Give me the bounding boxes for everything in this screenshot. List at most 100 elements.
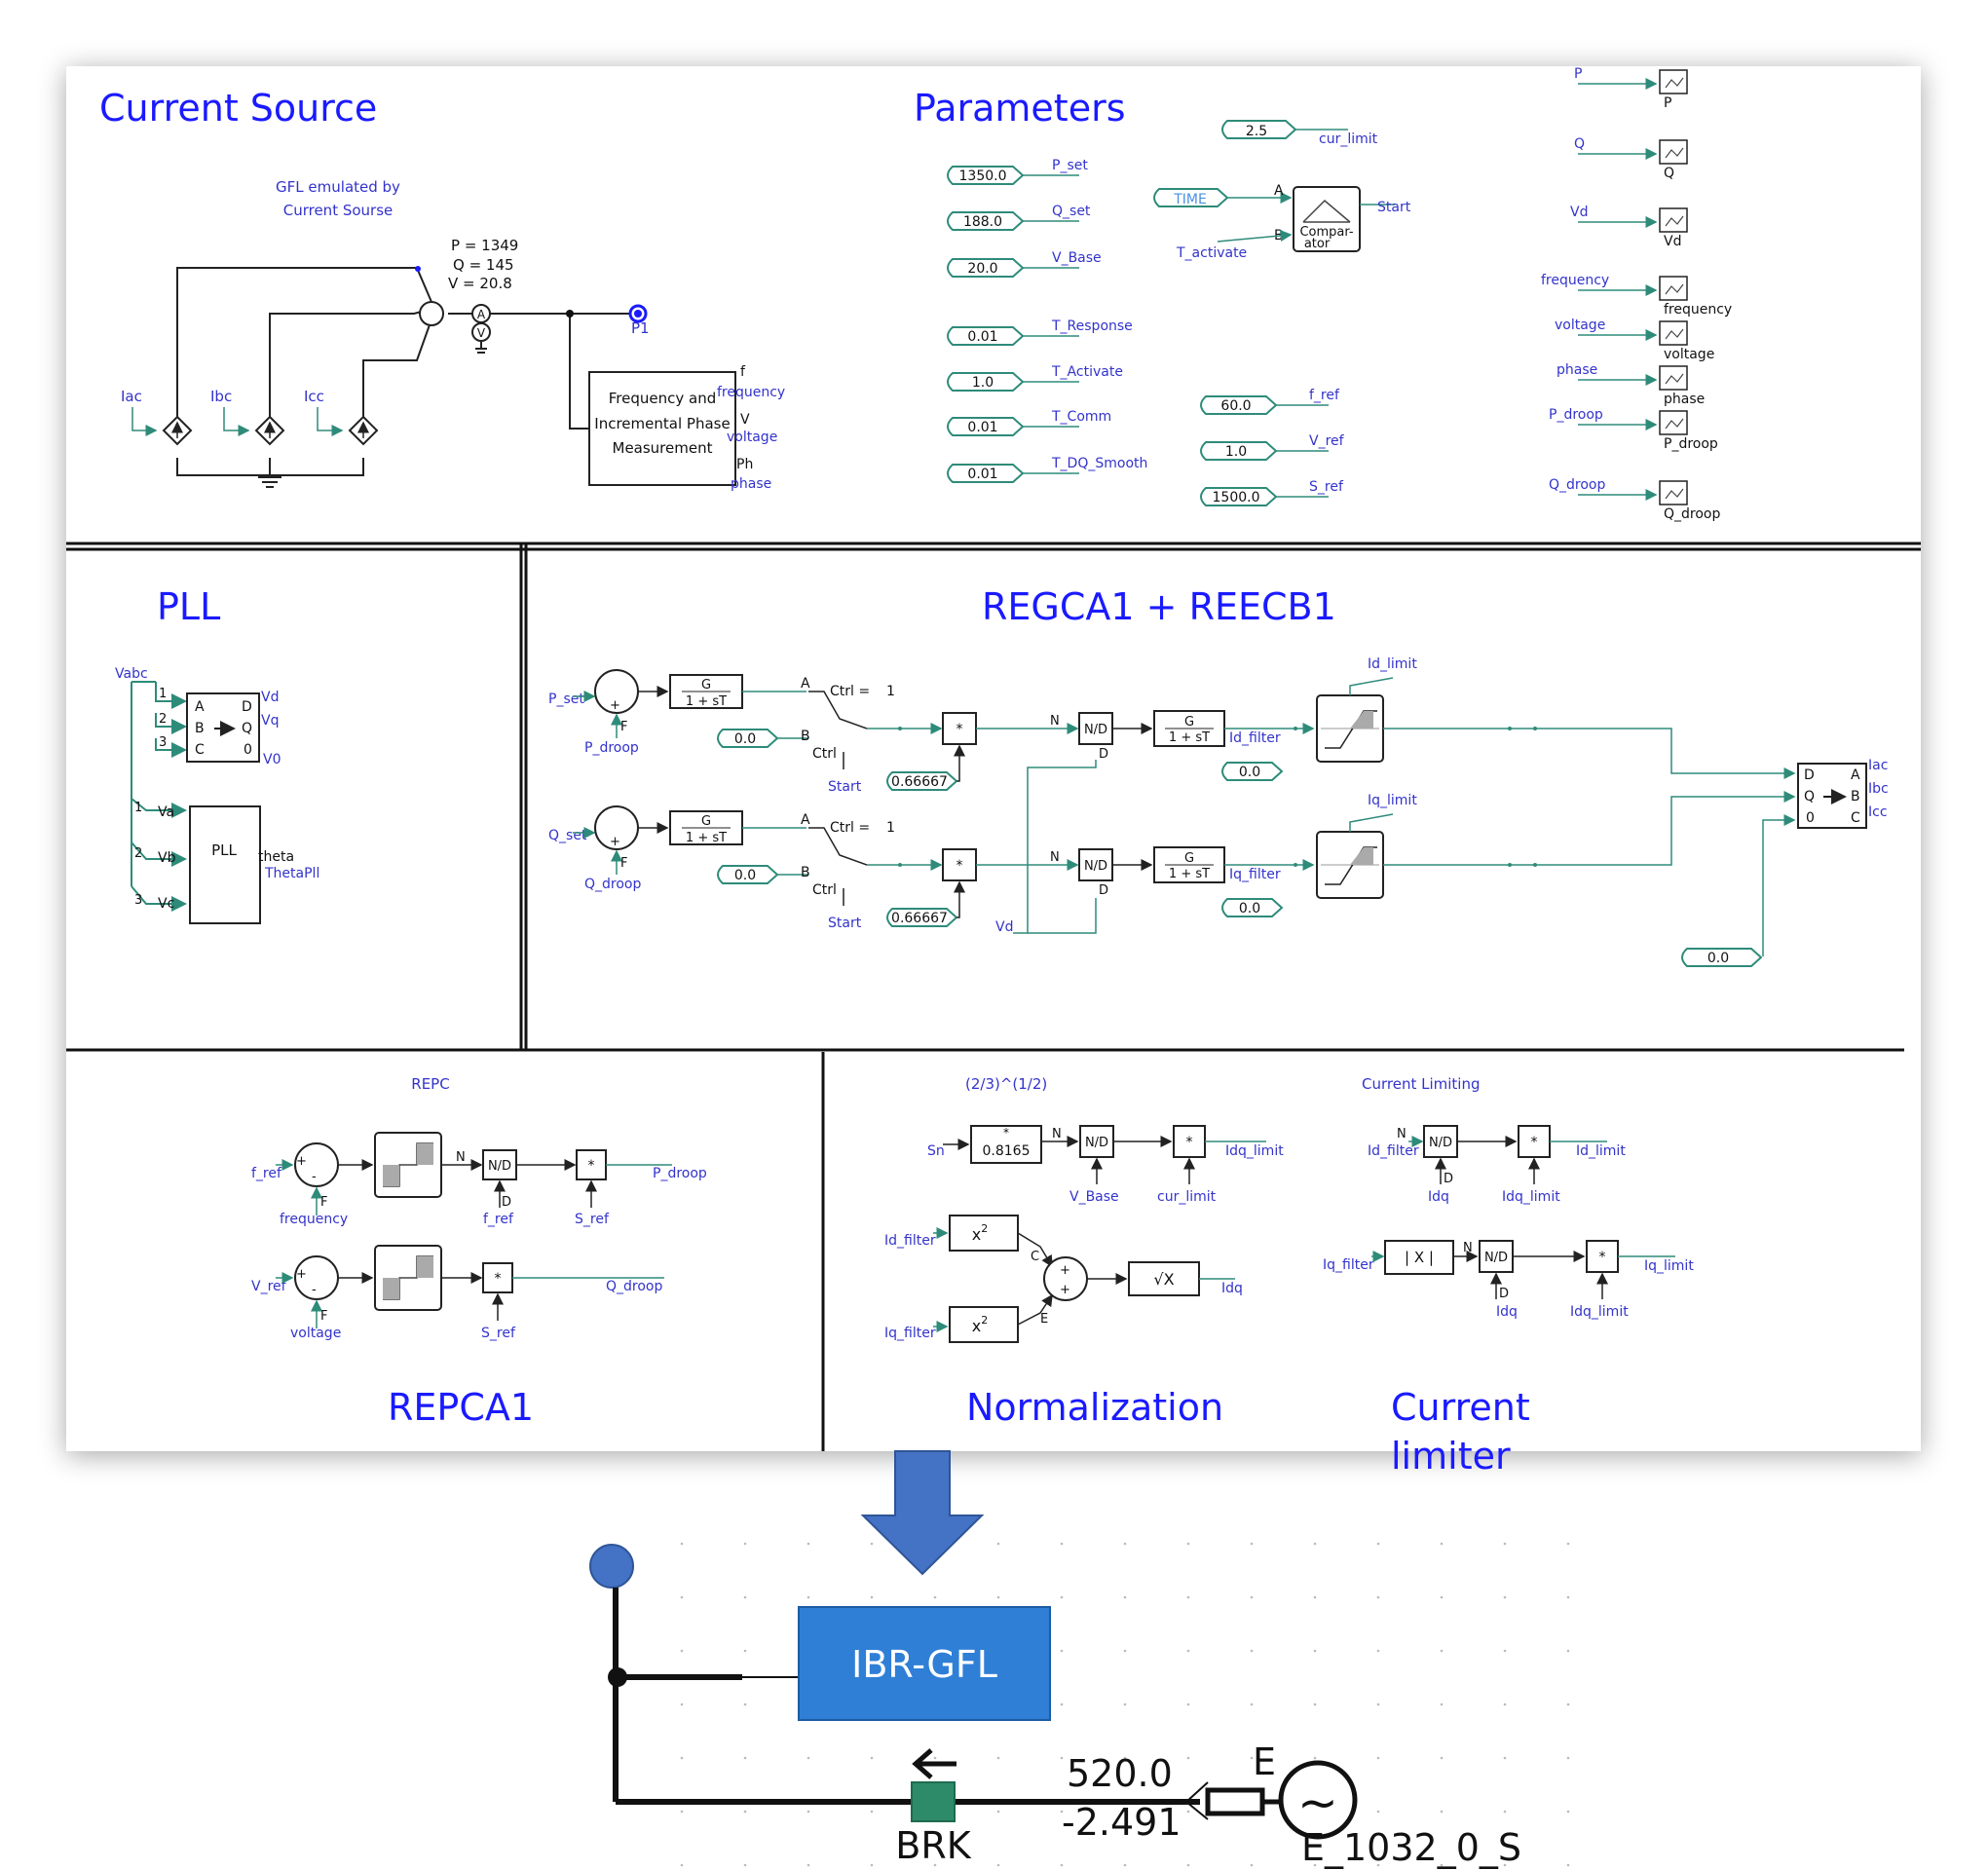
svg-text:1 + sT: 1 + sT (1169, 730, 1210, 745)
param-const-2[interactable]: 20.0V_Base (947, 250, 1102, 278)
ibr-gfl-block[interactable] (798, 1606, 1051, 1721)
limiting-row-1[interactable]: Id_filter N N/D D Idq * Idq_limit Id_lim… (1368, 1125, 1626, 1205)
section-title-regca: REGCA1 + REECB1 (982, 585, 1336, 628)
regca-zero-0[interactable]: 0.0 (717, 729, 779, 748)
svg-text:Ph: Ph (736, 457, 753, 472)
svg-text:F: F (620, 856, 627, 871)
meter-p-readout: P = 1349 (451, 237, 518, 254)
regca-zero-b-1[interactable]: 0.0 (1221, 898, 1284, 917)
dq-to-abc-block[interactable]: D Q 0 A B C Iac Ibc Icc (1797, 758, 1889, 829)
svg-text:N: N (1050, 714, 1060, 729)
limiting-row-2[interactable]: Iq_filter | X | N N/D D Idq * Idq_limit … (1323, 1240, 1694, 1320)
regca-gain-0[interactable]: 0.66667 (886, 771, 958, 791)
section-title-current-limiter-2: limiter (1391, 1435, 1511, 1477)
svg-text:Ibc: Ibc (1868, 781, 1889, 797)
svg-text:F: F (620, 720, 627, 734)
svg-text:+: + (296, 1154, 307, 1169)
svg-text:G: G (1184, 851, 1194, 866)
section-title-pll: PLL (157, 585, 220, 628)
svg-text:0.66667: 0.66667 (891, 911, 948, 926)
param-const-5[interactable]: 0.01T_Comm (947, 409, 1111, 436)
normalization-row-1[interactable]: Sn * 0.8165 N N/D V_Base * cur_limit Idq… (927, 1125, 1284, 1205)
repca-voltage-row[interactable]: V_ref + - F voltage * S_ref Q_droop (251, 1245, 664, 1341)
svg-text:T_Comm: T_Comm (1051, 409, 1111, 425)
frequency-measurement-block[interactable]: Frequency and Incremental Phase Measurem… (588, 364, 785, 492)
svg-text:-: - (312, 1170, 317, 1184)
regca-zero-const[interactable]: 0.0 (1681, 948, 1763, 967)
param-const-4[interactable]: 1.0T_Activate (947, 364, 1123, 392)
svg-text:Q: Q (1804, 789, 1815, 804)
param-const-3[interactable]: 0.01T_Response (947, 318, 1133, 346)
svg-text:0.01: 0.01 (967, 329, 997, 345)
ac-source-icon[interactable] (1278, 1760, 1358, 1840)
section-title-normalization: Normalization (966, 1386, 1223, 1429)
regca-gain-1[interactable]: 0.66667 (886, 908, 958, 927)
current-source-a[interactable]: Iac (121, 388, 193, 446)
svg-text:Id_limit: Id_limit (1576, 1143, 1626, 1159)
meter-q-readout: Q = 145 (453, 256, 514, 274)
svg-text:Vd: Vd (261, 690, 279, 705)
svg-text:Vd: Vd (1570, 205, 1588, 220)
output-meter-0[interactable]: PP (1574, 66, 1688, 111)
time-source[interactable]: TIME (1153, 188, 1293, 207)
svg-text:T_DQ_Smooth: T_DQ_Smooth (1051, 456, 1147, 471)
svg-text:Iq_filter: Iq_filter (1323, 1257, 1374, 1273)
meter-v-readout: V = 20.8 (448, 275, 512, 292)
svg-text:C: C (195, 742, 205, 758)
svg-text:REPC: REPC (411, 1075, 449, 1093)
param-ref-2[interactable]: 1500.0S_ref (1200, 479, 1344, 506)
gfl-note-line1: GFL emulated by (276, 178, 400, 196)
svg-text:PLL: PLL (211, 842, 237, 859)
svg-text:3: 3 (134, 893, 142, 908)
param-ref-1[interactable]: 1.0V_ref (1200, 433, 1345, 461)
normalization-row-2[interactable]: Id_filter x2 C Iq_filter x2 E + + √X Idq (884, 1215, 1243, 1343)
svg-text:*: * (956, 722, 963, 737)
svg-text:V_ref: V_ref (251, 1279, 287, 1294)
param-const-6[interactable]: 0.01T_DQ_Smooth (947, 456, 1147, 483)
svg-text:D: D (502, 1195, 511, 1210)
current-source-c[interactable]: Icc (304, 388, 379, 446)
repca-frequency-row[interactable]: f_ref + - F frequency N N/D D f_ref * S_… (251, 1132, 707, 1227)
comparator-block[interactable]: Compar- ator A B T_activate Start (1176, 183, 1411, 261)
cur-limit-const[interactable]: 2.5 cur_limit (1221, 120, 1378, 147)
svg-text:N/D: N/D (1084, 723, 1107, 737)
svg-text:0.0: 0.0 (1707, 951, 1729, 966)
current-source-section: Current Source GFL emulated by Current S… (99, 87, 785, 492)
regca-zero-b-0[interactable]: 0.0 (1221, 762, 1284, 781)
svg-text:Idq: Idq (1496, 1304, 1518, 1320)
param-const-1[interactable]: 188.0Q_set (947, 204, 1091, 231)
svg-text:Ibc: Ibc (210, 388, 232, 405)
svg-text:D: D (1804, 767, 1815, 783)
svg-text:D: D (1444, 1172, 1453, 1186)
svg-text:√X: √X (1153, 1270, 1174, 1289)
output-meter-1[interactable]: QQ (1574, 136, 1688, 181)
svg-text:E: E (1040, 1312, 1048, 1327)
svg-text:f_ref: f_ref (483, 1212, 514, 1227)
regca-zero-1[interactable]: 0.0 (717, 865, 779, 884)
p1-label: P1 (631, 319, 650, 337)
pll-abc-dq-block[interactable]: A B C D Q 0 1 2 3 Vd Vq V0 (159, 687, 281, 767)
brk-label: BRK (895, 1824, 971, 1867)
current-source-b[interactable]: Ibc (210, 388, 285, 446)
svg-text:P_set: P_set (548, 692, 584, 707)
svg-text:Q: Q (1664, 166, 1674, 181)
svg-text:S_ref: S_ref (481, 1326, 516, 1341)
param-ref-0[interactable]: 60.0f_ref (1200, 388, 1340, 415)
svg-text:20.0: 20.0 (967, 261, 997, 277)
svg-text:A: A (195, 699, 205, 715)
breaker-brk[interactable] (911, 1781, 956, 1822)
bus-node[interactable] (589, 1544, 634, 1589)
pll-block[interactable]: PLL Va Vb Vc 1 2 3 theta ThetaPll (134, 801, 319, 924)
param-const-0[interactable]: 1350.0P_set (947, 158, 1088, 185)
svg-text:V: V (740, 412, 750, 428)
svg-text:voltage: voltage (727, 430, 777, 445)
